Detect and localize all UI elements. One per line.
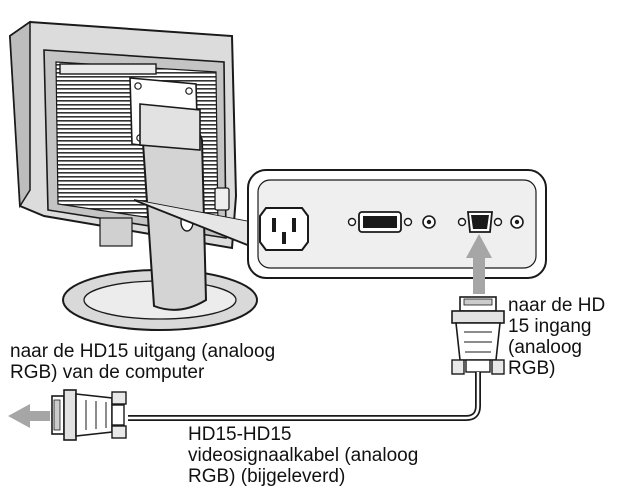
label-hd15-output: naar de HD15 uitgang (analoog RGB) van d…: [10, 341, 276, 383]
dvi-connector-icon: [347, 211, 436, 233]
ac-inlet-icon: [259, 207, 309, 251]
carry-handle: [59, 63, 157, 75]
arrow-up-icon: [466, 234, 492, 294]
arrow-left-icon: [8, 404, 50, 428]
connector-panel: [247, 169, 547, 279]
monitor-rear-view: [8, 20, 258, 331]
label-cable: HD15-HD15 videosignaalkabel (analoog RGB…: [188, 424, 419, 487]
label-hd15-input: naar de HD 15 ingang (analoog RGB): [508, 295, 606, 379]
hd15-plug-monitor-side: [451, 296, 505, 375]
hd15-connector-icon: [457, 211, 524, 233]
hd15-plug-computer-side: [51, 389, 127, 441]
